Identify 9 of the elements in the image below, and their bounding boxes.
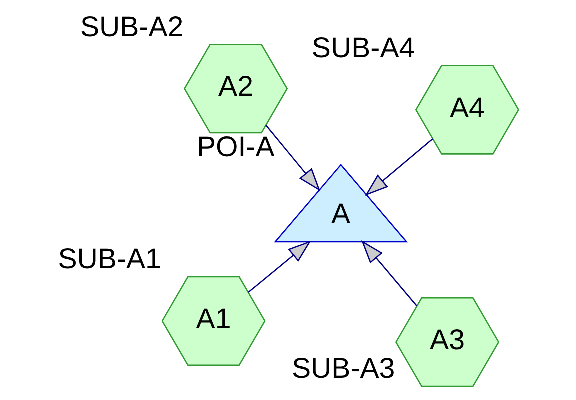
node-label: POI-A: [196, 132, 275, 164]
node-label: SUB-A3: [292, 353, 396, 386]
node-label: SUB-A4: [312, 32, 416, 64]
node-label: SUB-A1: [58, 244, 162, 276]
arrow: [365, 138, 434, 196]
arrow: [362, 240, 418, 307]
node-label: SUB-A2: [80, 11, 184, 44]
arrow: [248, 240, 312, 294]
arrow: [266, 124, 321, 192]
